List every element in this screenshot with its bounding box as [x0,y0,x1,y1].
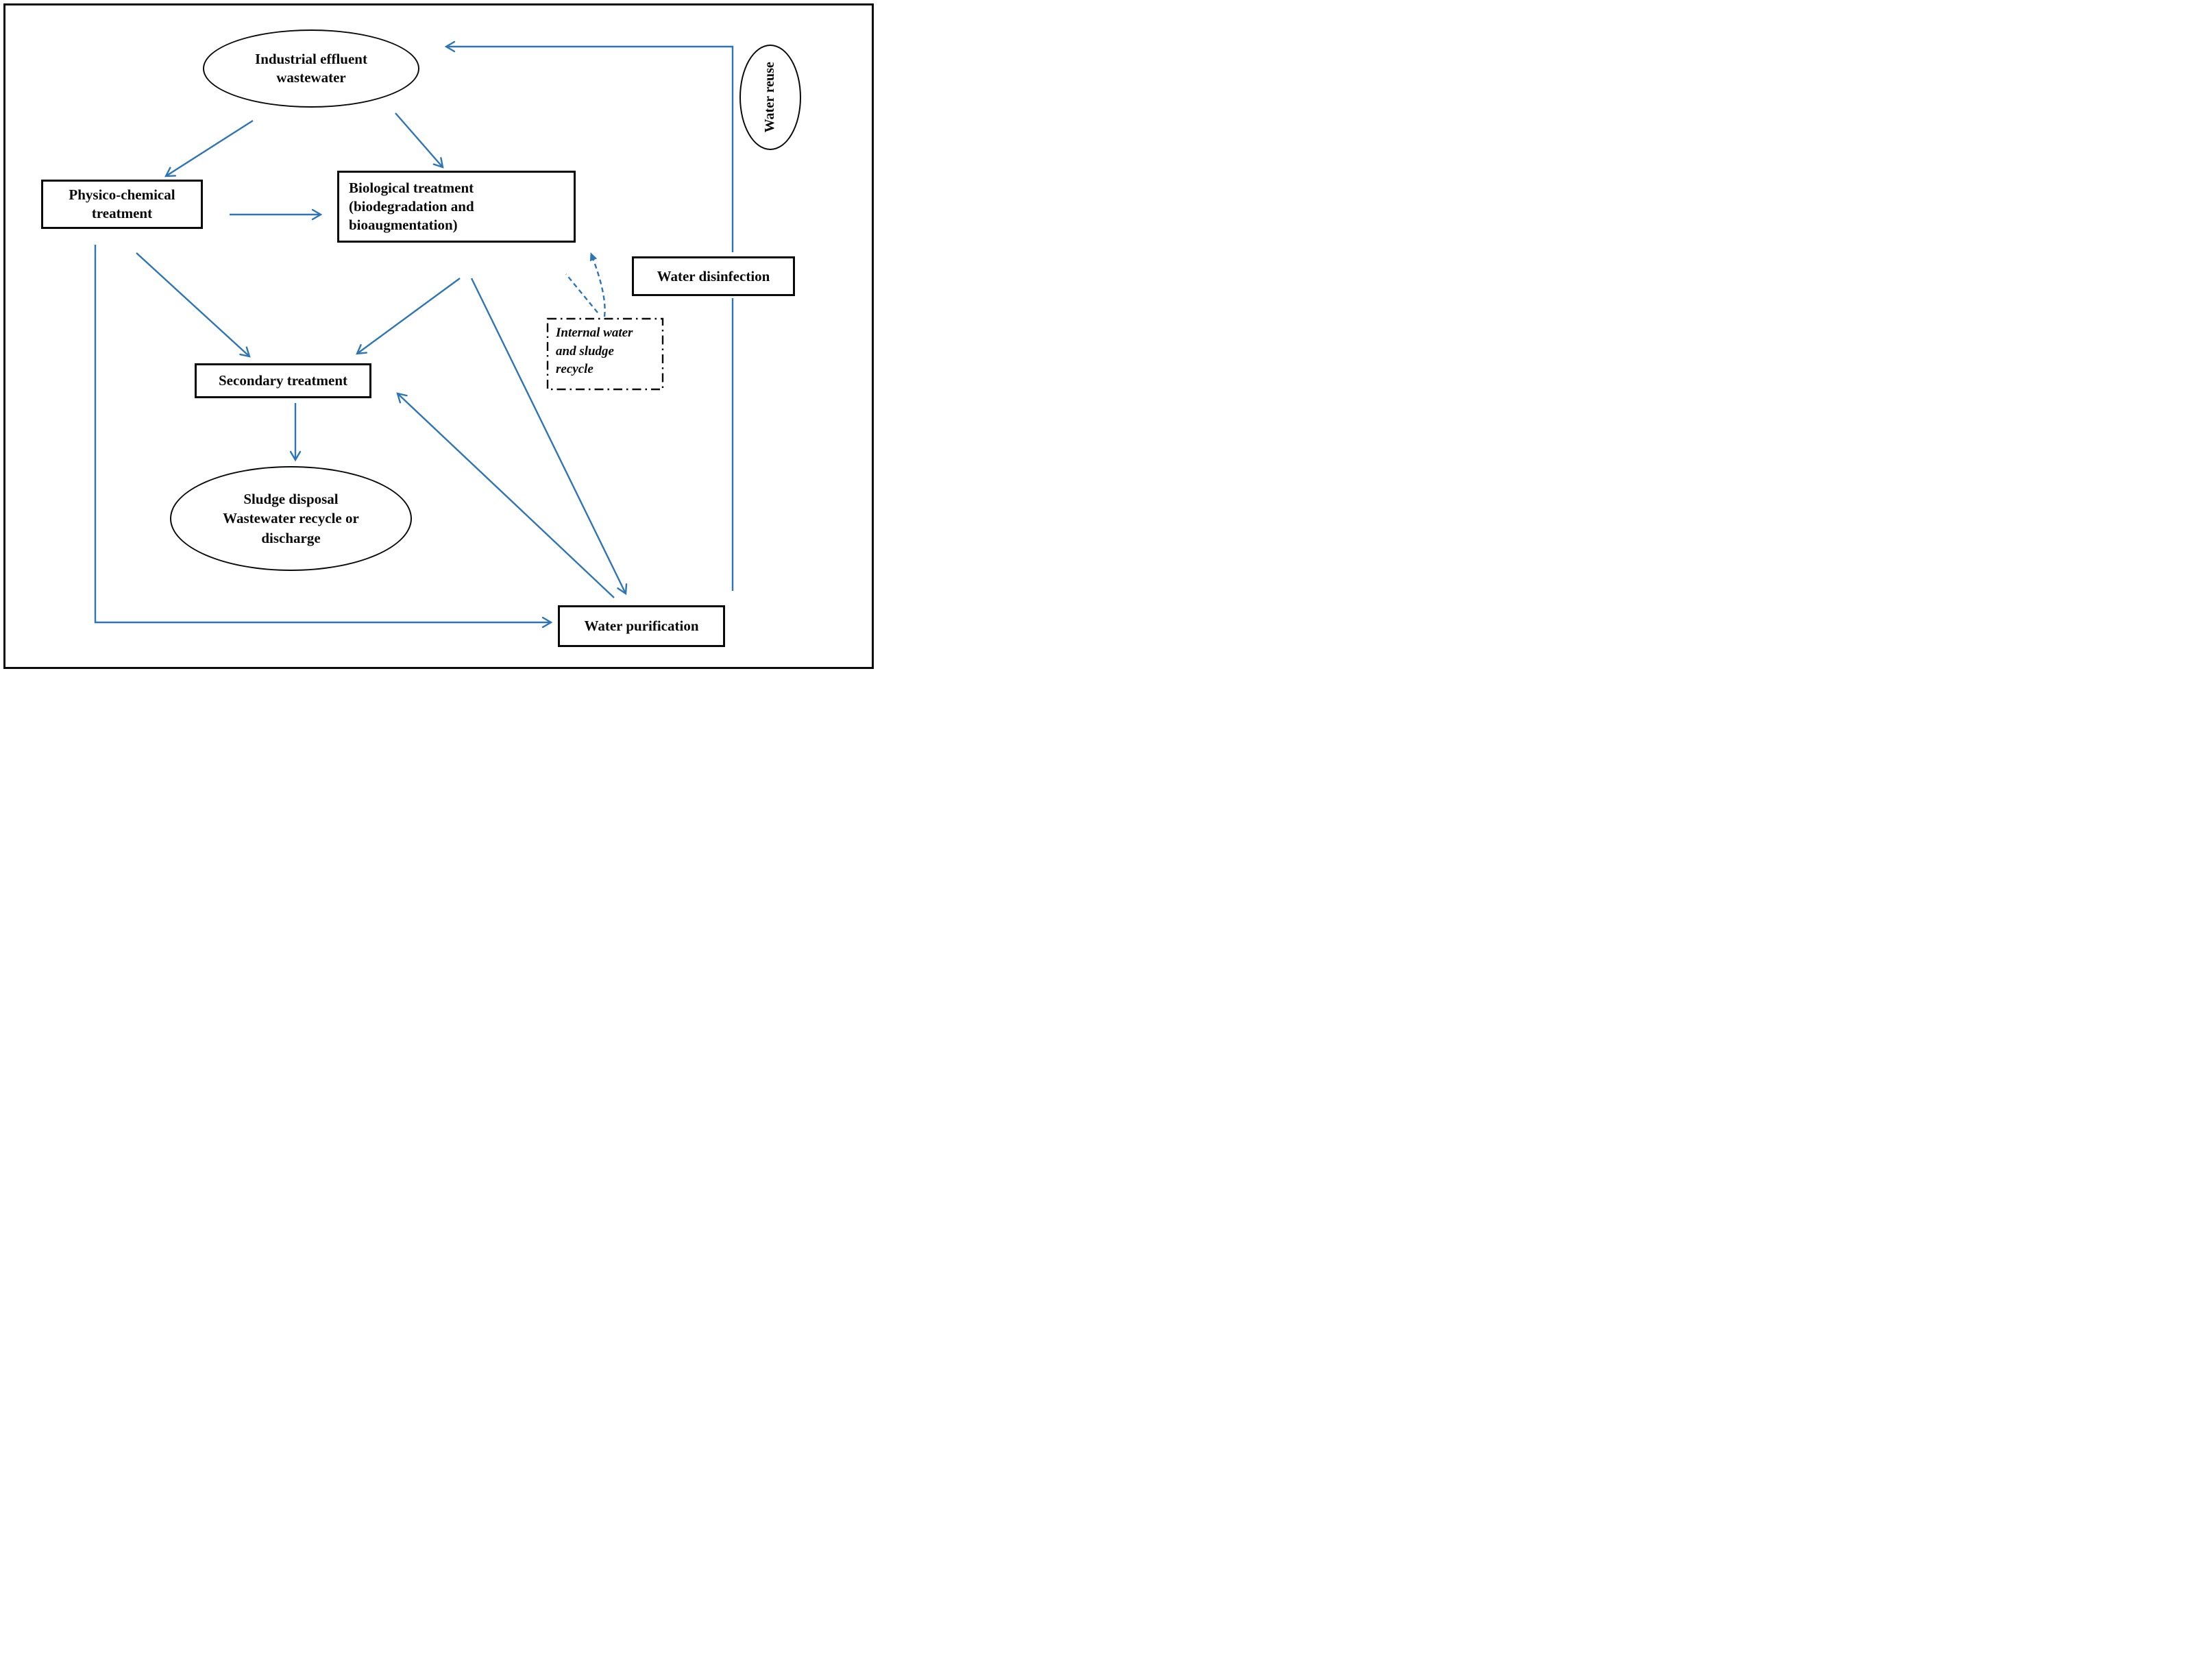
node-sludge-disposal: Sludge disposal Wastewater recycle or di… [170,466,412,571]
node-label: Biological treatment (biodegradation and… [349,180,474,233]
node-label: Secondary treatment [219,372,347,389]
node-biological-treatment: Biological treatment (biodegradation and… [337,171,576,243]
node-label: Sludge disposal Wastewater recycle or di… [223,490,359,546]
node-label: Water disinfection [657,267,770,284]
node-label: Industrial effluent wastewater [255,51,367,86]
node-physico-chemical-treatment: Physico-chemical treatment [41,180,203,229]
node-label: Internal water and sludge recycle [556,326,633,377]
node-internal-water-sludge-recycle: Internal water and sludge recycle [548,319,663,389]
flowchart-canvas: Industrial effluent wastewater Physico-c… [0,0,877,672]
node-water-purification: Water purification [558,605,725,647]
node-water-disinfection: Water disinfection [632,256,795,296]
node-industrial-effluent-wastewater: Industrial effluent wastewater [203,29,419,108]
node-secondary-treatment: Secondary treatment [195,363,371,398]
node-label: Water purification [584,618,699,635]
node-water-reuse: Water reuse [739,45,801,150]
figure-border [3,3,874,669]
node-label: Physico-chemical treatment [69,186,175,221]
node-label: Water reuse [762,62,778,133]
